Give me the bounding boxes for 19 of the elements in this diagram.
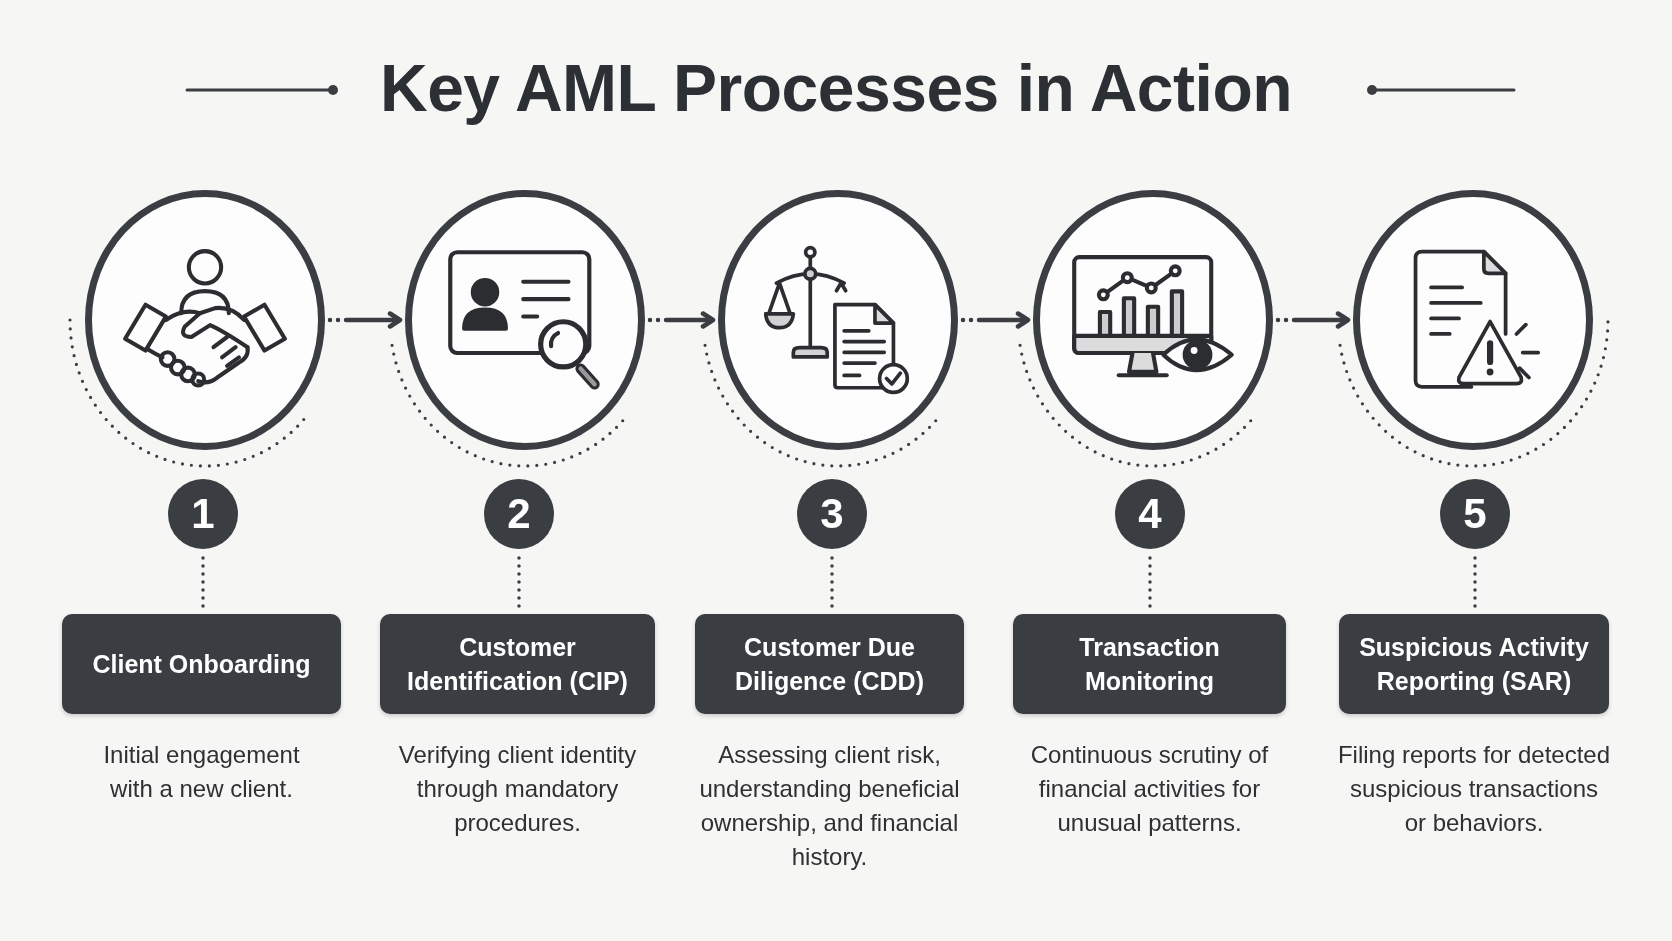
arrow: [960, 311, 1031, 329]
step-description: Continuous scrutiny of financial activities for unusual patterns.: [1029, 740, 1270, 838]
step-description: Initial engagement with a new client.: [102, 740, 301, 804]
step-number-badge: 2: [484, 479, 554, 549]
step-description: Verifying client identity through mandatory procedures.: [397, 740, 638, 838]
step-description: Assessing client risk, understanding beneficial ownership, and financial history.: [698, 740, 961, 872]
step-number-badge: 3: [797, 479, 867, 549]
arrow: [647, 311, 716, 329]
step-title-box: Suspicious Activity Reporting (SAR): [1339, 614, 1609, 714]
step-number-badge: 1: [168, 479, 238, 549]
step-number-badge: 5: [1440, 479, 1510, 549]
step-title-box: Transaction Monitoring: [1013, 614, 1286, 714]
step-title-box: Customer Due Diligence (CDD): [695, 614, 964, 714]
arrow: [327, 311, 403, 329]
step-title-box: Client Onboarding: [62, 614, 341, 714]
step-description: Filing reports for detected suspicious transactions or behaviors.: [1337, 740, 1611, 838]
arrow: [1275, 311, 1351, 329]
step-number-badge: 4: [1115, 479, 1185, 549]
step-title-box: Customer Identification (CIP): [380, 614, 655, 714]
